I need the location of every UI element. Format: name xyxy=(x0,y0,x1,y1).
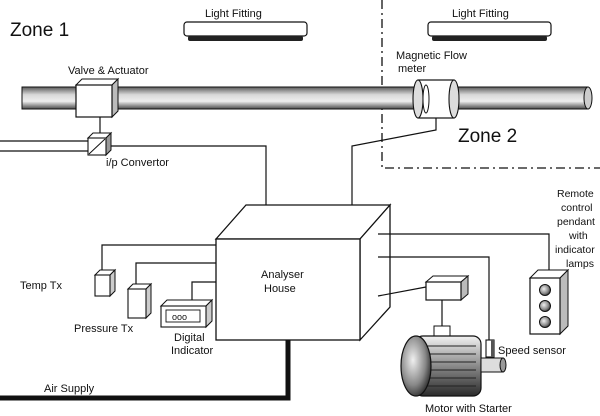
zone-1-label: Zone 1 xyxy=(10,20,69,41)
svg-text:control: control xyxy=(561,202,593,214)
valve-actuator xyxy=(74,77,120,119)
svg-text:pendant: pendant xyxy=(557,216,595,228)
motor-label: Motor with Starter xyxy=(425,403,512,415)
flowmeter-label-line1: Magnetic Flow xyxy=(396,50,467,62)
temp-transmitter xyxy=(93,268,117,298)
ip-convertor-label: i/p Convertor xyxy=(106,157,169,169)
light-fitting-left-label: Light Fitting xyxy=(205,8,262,20)
digital-readout: ooo xyxy=(172,312,187,322)
svg-text:indicator: indicator xyxy=(555,244,595,256)
air-supply-label: Air Supply xyxy=(44,383,95,395)
light-fitting-right xyxy=(427,21,552,41)
pressure-transmitter xyxy=(126,282,153,320)
zone-2-label: Zone 2 xyxy=(458,126,517,147)
digital-indicator xyxy=(159,298,214,329)
analyser-label-line1: Analyser xyxy=(261,269,304,281)
indicator-lamp-1 xyxy=(539,284,551,296)
digital-indicator-label-line1: Digital xyxy=(174,332,205,344)
indicator-lamp-2 xyxy=(539,300,551,312)
motor xyxy=(400,325,507,397)
svg-text:with: with xyxy=(568,230,588,242)
air-supply-line xyxy=(0,340,291,401)
magnetic-flow-meter xyxy=(412,79,460,119)
pressure-tx-label: Pressure Tx xyxy=(74,323,134,335)
speed-sensor xyxy=(485,339,495,358)
motor-starter xyxy=(424,274,470,302)
ip-convertor xyxy=(86,131,113,157)
light-fitting-right-label: Light Fitting xyxy=(452,8,509,20)
remote-pendant-label: Remote control pendant with indicator la… xyxy=(555,188,595,270)
speed-sensor-label: Speed sensor xyxy=(498,345,566,357)
valve-actuator-label: Valve & Actuator xyxy=(68,65,149,77)
remote-control-pendant xyxy=(528,268,570,336)
digital-indicator-label-line2: Indicator xyxy=(171,345,214,357)
analyser-label-line2: House xyxy=(264,283,296,295)
temp-tx-label: Temp Tx xyxy=(20,280,62,292)
svg-text:lamps: lamps xyxy=(566,258,594,270)
indicator-lamp-3 xyxy=(539,316,551,328)
flowmeter-label-line2: meter xyxy=(398,63,426,75)
svg-text:Remote: Remote xyxy=(557,188,594,200)
light-fitting-left xyxy=(183,21,308,41)
analyser-house xyxy=(214,203,392,342)
